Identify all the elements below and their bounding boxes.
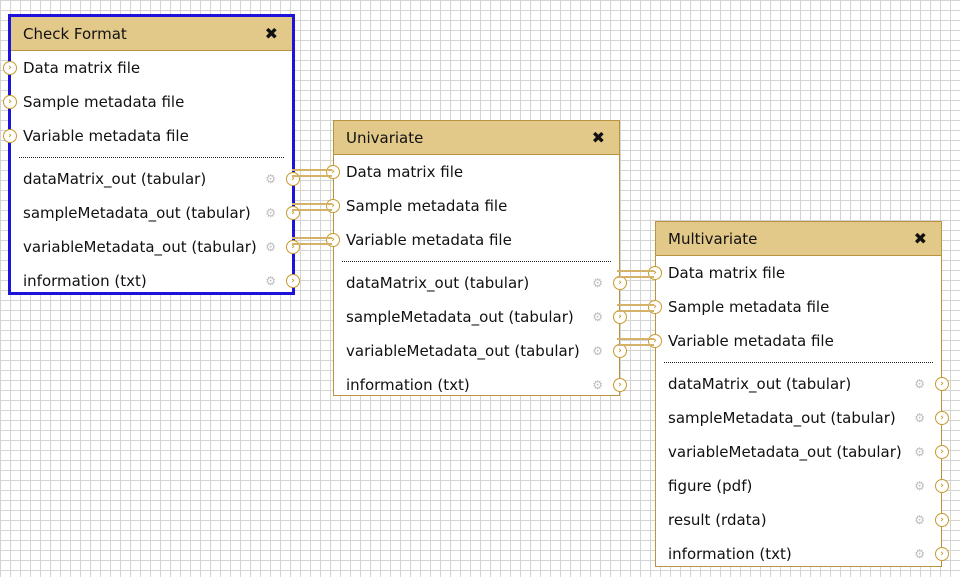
output-row-datamatrix: dataMatrix_out (tabular) ⚙ › [334,266,627,300]
output-terminal-icon[interactable]: › [286,172,300,186]
gear-icon[interactable]: ⚙ [914,377,925,391]
output-row-datamatrix: dataMatrix_out (tabular) ⚙ › [11,162,300,196]
input-label: Data matrix file [23,59,141,77]
output-terminal-icon[interactable]: › [286,240,300,254]
input-terminal-icon[interactable]: › [326,165,340,179]
output-row-variablemetadata: variableMetadata_out (tabular) ⚙ › [11,230,300,264]
output-row-samplemetadata: sampleMetadata_out (tabular) ⚙ › [11,196,300,230]
output-row-variablemetadata: variableMetadata_out (tabular) ⚙ › [334,334,627,368]
input-terminal-icon[interactable]: › [648,266,662,280]
gear-icon[interactable]: ⚙ [592,344,603,358]
input-terminal-icon[interactable]: › [3,129,17,143]
input-row-sample-metadata: › Sample metadata file [3,85,292,119]
output-terminal-icon[interactable]: › [935,479,949,493]
close-icon[interactable]: ✖ [591,127,605,147]
node-univariate[interactable]: Univariate ✖ › Data matrix file › Sample… [326,120,627,396]
output-terminal-icon[interactable]: › [935,445,949,459]
output-label: information (txt) [23,272,147,290]
input-row-data-matrix: › Data matrix file [3,51,292,85]
output-label: variableMetadata_out (tabular) [668,443,902,461]
output-label: sampleMetadata_out (tabular) [668,409,896,427]
input-label: Sample metadata file [668,298,830,316]
input-row-variable-metadata: › Variable metadata file [3,119,292,153]
input-label: Variable metadata file [346,231,512,249]
output-label: result (rdata) [668,511,767,529]
node-title: Univariate [346,128,424,147]
output-row-information: information (txt) ⚙ › [11,264,300,298]
input-terminal-icon[interactable]: › [326,233,340,247]
output-label: figure (pdf) [668,477,753,495]
gear-icon[interactable]: ⚙ [592,276,603,290]
input-row-sample-metadata: › Sample metadata file [648,290,941,324]
output-terminal-icon[interactable]: › [286,274,300,288]
input-terminal-icon[interactable]: › [3,61,17,75]
output-label: dataMatrix_out (tabular) [346,274,530,292]
output-row-information: information (txt) ⚙ › [656,537,949,571]
node-header[interactable]: Univariate ✖ [334,121,619,155]
output-row-figure: figure (pdf) ⚙ › [656,469,949,503]
gear-icon[interactable]: ⚙ [265,240,276,254]
close-icon[interactable]: ✖ [264,23,278,43]
input-label: Sample metadata file [23,93,185,111]
output-label: variableMetadata_out (tabular) [346,342,580,360]
output-row-information: information (txt) ⚙ › [334,368,627,402]
input-row-variable-metadata: › Variable metadata file [648,324,941,358]
input-label: Variable metadata file [668,332,834,350]
divider [19,157,284,158]
output-label: variableMetadata_out (tabular) [23,238,257,256]
node-title: Multivariate [668,229,758,248]
input-terminal-icon[interactable]: › [648,334,662,348]
output-terminal-icon[interactable]: › [935,411,949,425]
output-row-variablemetadata: variableMetadata_out (tabular) ⚙ › [656,435,949,469]
divider [664,362,933,363]
output-terminal-icon[interactable]: › [613,310,627,324]
output-row-samplemetadata: sampleMetadata_out (tabular) ⚙ › [334,300,627,334]
output-label: sampleMetadata_out (tabular) [346,308,574,326]
output-terminal-icon[interactable]: › [286,206,300,220]
gear-icon[interactable]: ⚙ [914,445,925,459]
gear-icon[interactable]: ⚙ [592,378,603,392]
output-label: information (txt) [668,545,792,563]
gear-icon[interactable]: ⚙ [914,513,925,527]
output-label: information (txt) [346,376,470,394]
input-terminal-icon[interactable]: › [326,199,340,213]
input-row-variable-metadata: › Variable metadata file [326,223,619,257]
node-header[interactable]: Check Format ✖ [11,17,292,51]
node-header[interactable]: Multivariate ✖ [656,222,941,256]
close-icon[interactable]: ✖ [913,228,927,248]
output-terminal-icon[interactable]: › [935,377,949,391]
output-terminal-icon[interactable]: › [613,344,627,358]
input-label: Sample metadata file [346,197,508,215]
input-terminal-icon[interactable]: › [3,95,17,109]
node-title: Check Format [23,24,127,43]
output-label: dataMatrix_out (tabular) [668,375,852,393]
output-label: dataMatrix_out (tabular) [23,170,207,188]
input-row-data-matrix: › Data matrix file [326,155,619,189]
input-label: Data matrix file [346,163,464,181]
node-multivariate[interactable]: Multivariate ✖ › Data matrix file › Samp… [648,221,949,567]
gear-icon[interactable]: ⚙ [265,206,276,220]
output-row-datamatrix: dataMatrix_out (tabular) ⚙ › [656,367,949,401]
input-row-data-matrix: › Data matrix file [648,256,941,290]
output-terminal-icon[interactable]: › [613,378,627,392]
gear-icon[interactable]: ⚙ [914,479,925,493]
divider [342,261,611,262]
input-label: Data matrix file [668,264,786,282]
input-terminal-icon[interactable]: › [648,300,662,314]
node-check-format[interactable]: Check Format ✖ › Data matrix file › Samp… [3,14,300,298]
output-terminal-icon[interactable]: › [935,547,949,561]
output-label: sampleMetadata_out (tabular) [23,204,251,222]
output-row-result: result (rdata) ⚙ › [656,503,949,537]
input-row-sample-metadata: › Sample metadata file [326,189,619,223]
output-terminal-icon[interactable]: › [935,513,949,527]
gear-icon[interactable]: ⚙ [914,411,925,425]
gear-icon[interactable]: ⚙ [265,274,276,288]
gear-icon[interactable]: ⚙ [914,547,925,561]
output-row-samplemetadata: sampleMetadata_out (tabular) ⚙ › [656,401,949,435]
output-terminal-icon[interactable]: › [613,276,627,290]
gear-icon[interactable]: ⚙ [592,310,603,324]
gear-icon[interactable]: ⚙ [265,172,276,186]
input-label: Variable metadata file [23,127,189,145]
